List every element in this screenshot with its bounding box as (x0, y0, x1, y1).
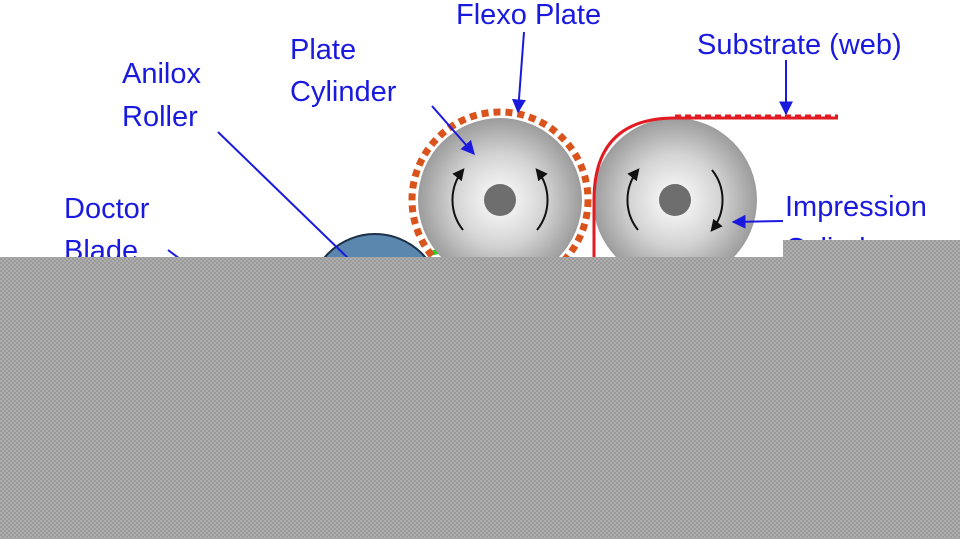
plate-cylinder-label-line2: Cylinder (290, 76, 397, 108)
flexo-plate-leader (511, 31, 526, 114)
impression-leader (731, 214, 784, 229)
anilox-label-line2: Roller (122, 101, 198, 133)
rotation-arrow-cw-icon (710, 169, 724, 232)
plate-cylinder-leader (431, 105, 475, 156)
plate-cylinder (408, 108, 592, 292)
rotation-arrow-ccw-icon (626, 168, 640, 231)
rotation-arrow-ccw-icon (451, 168, 465, 231)
doctor-blade-label-line1: Doctor (64, 193, 150, 225)
rotation-arrow-cw-icon (535, 168, 549, 231)
anilox-label-line1: Anilox (122, 58, 201, 90)
impression-label-line1: Impression (785, 191, 927, 223)
substrate-label: Substrate (web) (697, 29, 902, 61)
anilox-leader (217, 131, 353, 263)
impression-cylinder (593, 118, 757, 282)
occlusion-overlay-notch (783, 240, 960, 258)
flexo-plate-label: Flexo Plate (456, 0, 601, 31)
occlusion-overlay (0, 257, 960, 539)
impression-cylinder-hub (659, 184, 691, 216)
substrate-web (592, 114, 838, 270)
plate-cylinder-hub (484, 184, 516, 216)
plate-cylinder-label-line1: Plate (290, 34, 356, 66)
